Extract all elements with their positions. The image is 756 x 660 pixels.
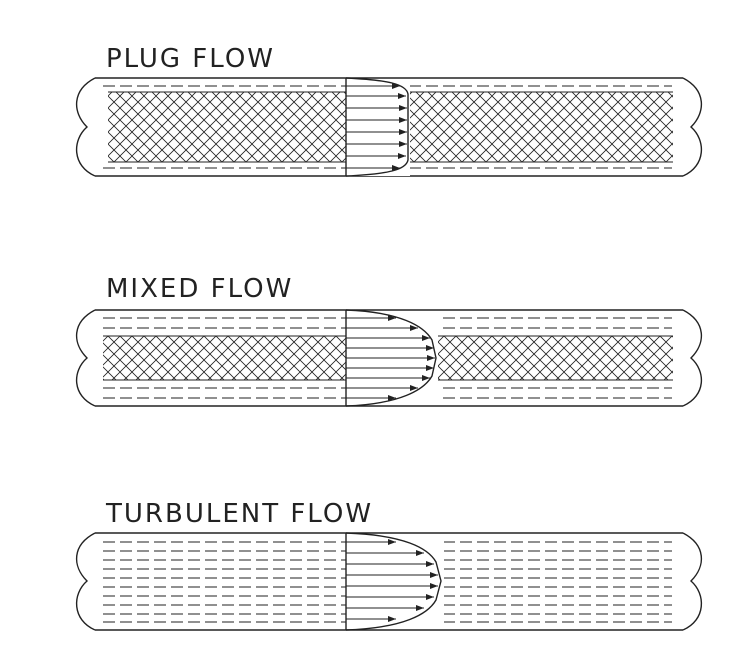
plug-flow-velocity-profile bbox=[345, 77, 410, 177]
mixed-flow-velocity-profile bbox=[345, 309, 438, 407]
mixed-flow-pipe bbox=[75, 309, 703, 407]
turbulent-flow-title: TURBULENT FLOW bbox=[105, 499, 373, 529]
plug-flow-pipe bbox=[75, 77, 703, 177]
mixed-flow-title: MIXED FLOW bbox=[106, 274, 293, 304]
turbulent-flow-velocity-arrows bbox=[346, 539, 438, 622]
mixed-flow-diagram: MIXED FLOW bbox=[75, 274, 703, 407]
plug-flow-diagram: PLUG FLOW bbox=[75, 44, 703, 177]
plug-flow-velocity-arrows bbox=[346, 83, 407, 171]
mixed-flow-velocity-arrows bbox=[346, 315, 435, 401]
turbulent-flow-velocity-profile bbox=[345, 532, 444, 631]
plug-flow-title: PLUG FLOW bbox=[106, 44, 275, 74]
turbulent-flow-diagram: TURBULENT FLOW bbox=[75, 499, 703, 631]
turbulent-flow-pipe bbox=[75, 532, 703, 631]
